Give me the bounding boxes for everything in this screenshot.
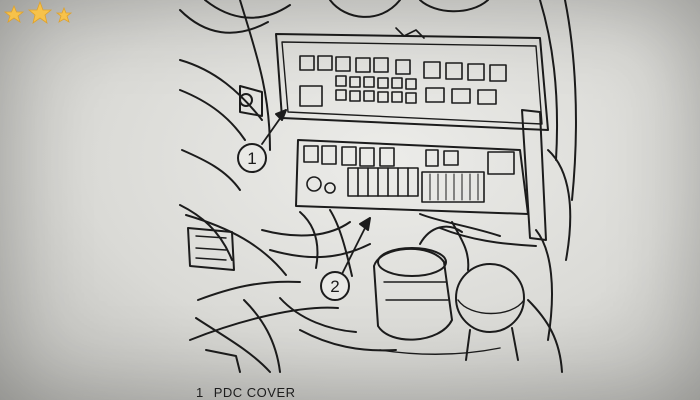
callout-2-label: 2: [330, 277, 339, 296]
star-sparkles-icon: [3, 0, 73, 24]
pdc-relay-grid: [299, 55, 507, 107]
callout-2: 2: [320, 271, 350, 301]
relay-connector: [373, 248, 453, 341]
lower-fuse-block: [295, 139, 529, 215]
pdc-housing: [275, 33, 549, 131]
legend-number: 1: [196, 385, 204, 400]
legend-text: PDC COVER: [213, 385, 296, 400]
round-canister: [455, 263, 525, 333]
callout-1: 1: [237, 143, 267, 173]
callout-1-label: 1: [247, 149, 256, 168]
legend-entry-1: 1 PDC COVER: [196, 385, 296, 400]
